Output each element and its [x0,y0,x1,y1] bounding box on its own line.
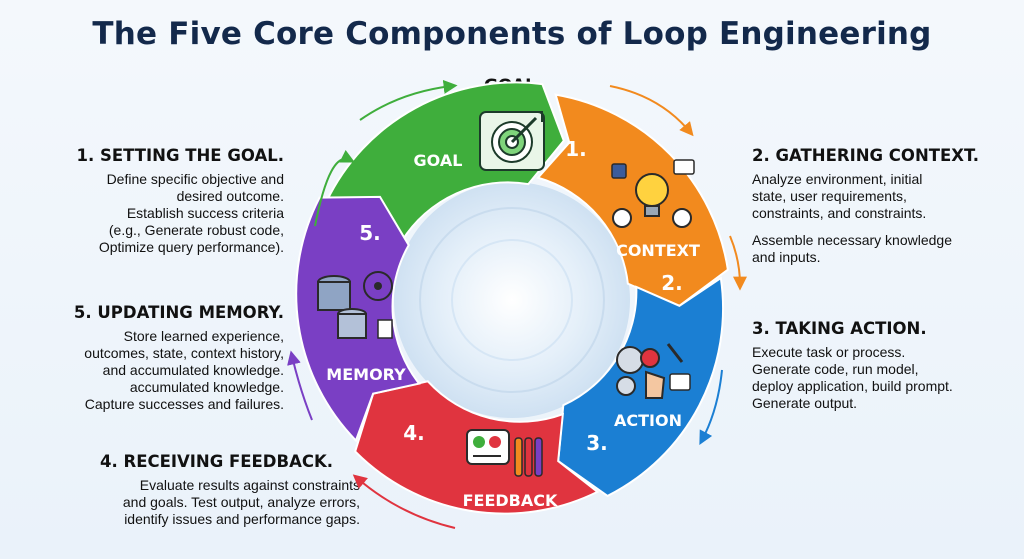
feedback-segment-number: 4. [403,421,425,445]
goal-line: (e.g., Generate robust code, [108,222,284,238]
context-line: and inputs. [752,249,821,265]
memory-line: outcomes, state, context history, [84,345,284,361]
icons-layer [317,111,695,477]
action-line: Generate code, run model, [752,361,919,377]
feedback-panel: 4. RECEIVING FEEDBACK. Evaluate results … [70,452,360,528]
context-panel: 2. GATHERING CONTEXT. Analyze environmen… [752,146,992,266]
feedback-outer-arrow [352,474,456,529]
memory-panel-heading: 5. UPDATING MEMORY. [73,303,284,322]
database-network-icon [317,271,393,339]
memory-line: and accumulated knowledge. [102,362,284,378]
context-segment-label: CONTEXT [616,241,700,260]
feedback-line: Evaluate results against constraints [139,477,360,493]
goal-segment-number: 1. [565,137,587,161]
goal-panel: 1. SETTING THE GOAL. Define specific obj… [58,146,284,256]
memory-line: accumulated knowledge. [129,379,284,395]
context-panel-body: Analyze environment, initial state, user… [752,171,992,222]
feedback-line: and goals. Test output, analyze errors, [122,494,360,510]
action-segment-label: ACTION [614,411,682,430]
memory-panel-body: Store learned experience, outcomes, stat… [40,328,284,413]
goal-line: desired outcome. [176,188,284,204]
action-panel-body: Execute task or process. Generate code, … [752,344,1002,412]
feedback-panel-body: Evaluate results against constraints and… [70,477,360,528]
context-segment [536,93,729,307]
action-line: Execute task or process. [752,344,906,360]
lightbulb-gears-icon [611,159,695,228]
gear-touch-icon [616,343,691,399]
action-line: deploy application, build prompt. [752,378,953,394]
action-line: Generate output. [752,395,858,411]
context-line: Analyze environment, initial [752,171,923,187]
goal-line: Establish success criteria [126,205,284,221]
action-panel-heading: 3. TAKING ACTION. [752,319,927,338]
goal-segment-label: GOAL [414,151,463,170]
memory-outer-arrow [287,350,313,421]
action-panel: 3. TAKING ACTION. Execute task or proces… [752,319,1002,412]
feedback-line: identify issues and performance gaps. [124,511,360,527]
context-line: state, user requirements, [752,188,907,204]
feedback-segment-label: FEEDBACK [463,491,558,510]
goal-top-arrow [359,80,458,121]
action-segment-number: 3. [586,431,608,455]
context-outer-arrow [609,85,694,137]
memory-line: Capture successes and failures. [84,396,284,412]
action-segment [557,276,724,498]
goal-outer-arrow [314,149,356,227]
context-down-arrow [729,235,747,291]
context-line: constraints, and constraints. [752,205,927,221]
context-segment-number: 2. [661,271,683,295]
target-icon [479,111,545,171]
feedback-panel-heading: 4. RECEIVING FEEDBACK. [100,452,334,471]
context-panel-body-2: Assemble necessary knowledge and inputs. [752,232,992,266]
goal-line: Optimize query performance). [98,239,284,255]
memory-segment-label: MEMORY [326,365,406,384]
goal-panel-heading: 1. SETTING THE GOAL. [76,146,284,165]
feedback-testtubes-icon [466,429,543,477]
page-title: The Five Core Components of Loop Enginee… [92,16,932,52]
action-outer-arrow [699,369,723,445]
memory-line: Store learned experience, [123,328,284,344]
center-disc [394,182,630,418]
outer-arrows [287,80,747,529]
context-panel-heading: 2. GATHERING CONTEXT. [752,146,980,165]
goal-line: Define specific objective and [106,171,284,187]
goal-panel-body: Define specific objective and desired ou… [58,171,284,256]
context-line: Assemble necessary knowledge [752,232,952,248]
memory-panel: 5. UPDATING MEMORY. Store learned experi… [40,303,284,413]
memory-segment-number: 5. [359,221,381,245]
